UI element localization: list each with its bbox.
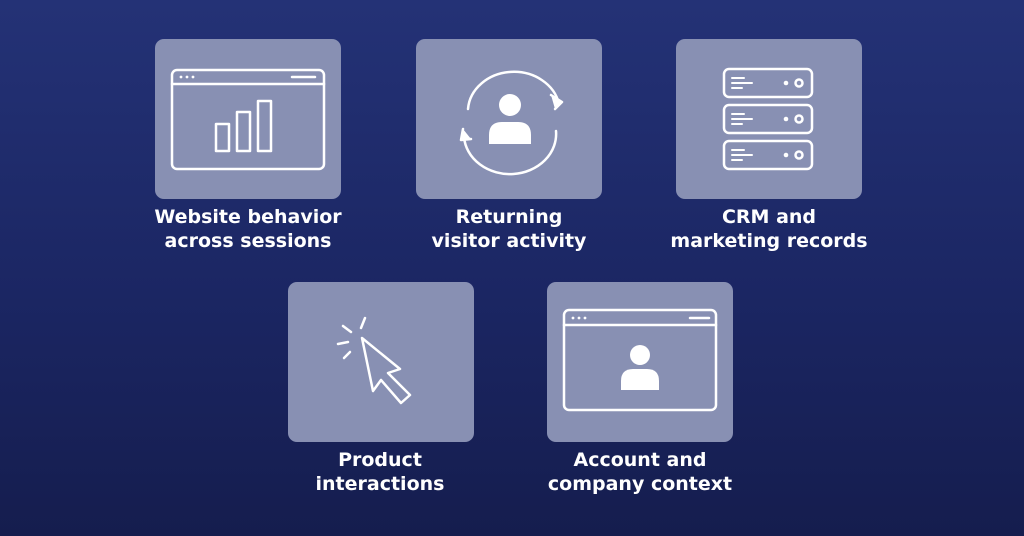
cursor-click-icon [336, 316, 412, 405]
account-context-card [547, 282, 733, 442]
returning-user-icon [459, 70, 564, 176]
browser-bar-chart-icon [170, 68, 326, 171]
browser-user-icon [562, 308, 718, 412]
returning-visitor-card [416, 39, 602, 199]
account-context-label: Account and company context [547, 449, 733, 495]
website-behavior-card [155, 39, 341, 199]
product-interactions-card [288, 282, 474, 442]
website-behavior-label: Website behavior across sessions [154, 206, 342, 252]
returning-visitor-label: Returning visitor activity [431, 206, 587, 252]
product-interactions-label: Product interactions [315, 449, 445, 495]
crm-records-card [676, 39, 862, 199]
crm-records-label: CRM and marketing records [670, 206, 868, 252]
server-database-icon [722, 67, 814, 171]
